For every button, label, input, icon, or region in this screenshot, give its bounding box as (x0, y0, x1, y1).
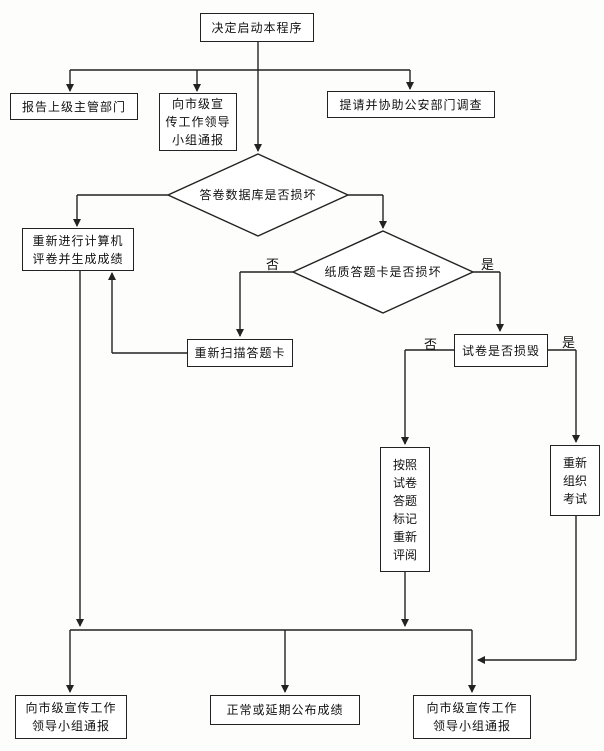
paper-yes-label: 是 (562, 336, 576, 351)
rescore-node: 重新进行计算机 评卷并生成成绩 (22, 228, 134, 271)
reexam-node: 重新 组织 考试 (550, 445, 600, 516)
notify-city-top-node: 向市级宣 传工作领导 小组通报 (159, 93, 237, 151)
rescan-node: 重新扫描答题卡 (187, 339, 293, 367)
db-damaged-decision: 答卷数据库是否损坏 (199, 188, 317, 202)
start-node: 决定启动本程序 (200, 13, 314, 42)
report-superior-node: 报告上级主管部门 (10, 93, 138, 120)
regrade-marks-node: 按照 试卷 答题 标记 重新 评阅 (380, 447, 430, 572)
card-damaged-decision: 纸质答题卡是否损坏 (324, 265, 442, 279)
paper-no-label: 否 (424, 338, 438, 353)
paper-damaged-node: 试卷是否损毁 (454, 334, 548, 367)
card-no-label: 否 (266, 258, 280, 273)
publish-node: 正常或延期公布成绩 (210, 695, 360, 725)
card-yes-label: 是 (481, 258, 495, 273)
notify-left-node: 向市级宣传工作 领导小组通报 (15, 695, 127, 739)
police-node: 提请并协助公安部门调查 (327, 91, 495, 118)
notify-right-node: 向市级宣传工作 领导小组通报 (413, 695, 531, 739)
